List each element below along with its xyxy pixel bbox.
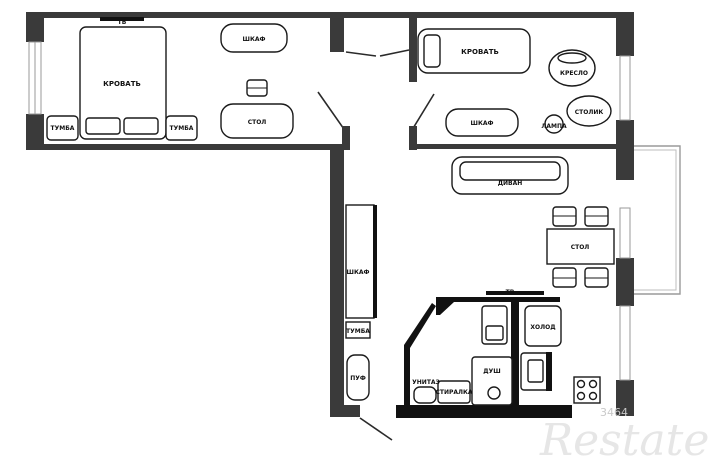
table-left-label: СТОЛ bbox=[248, 119, 267, 126]
nightstand-right bbox=[165, 115, 198, 141]
nightstand-left-label: ТУМБА bbox=[51, 125, 75, 132]
nightstand-hall bbox=[345, 321, 371, 339]
fridge-label: ХОЛОД bbox=[530, 324, 555, 331]
bath-top-wall bbox=[436, 297, 560, 315]
right-wall-2 bbox=[616, 120, 634, 180]
tv-bedroom-label: ТВ bbox=[118, 19, 127, 26]
bathroom-kitchen: ТВ ДУШ СТИРАЛКА УНИТАЗ ХОЛОД bbox=[396, 289, 601, 418]
washer bbox=[437, 380, 471, 404]
bed-right-label: КРОВАТЬ bbox=[461, 48, 499, 56]
right-wall-1 bbox=[616, 12, 634, 56]
bath-diagonal-wall bbox=[404, 303, 436, 405]
bed-left-pillow-1 bbox=[85, 117, 121, 135]
armchair-back bbox=[557, 52, 587, 64]
fridge bbox=[524, 305, 562, 347]
wardrobe-left-label: ШКАФ bbox=[243, 36, 266, 43]
dining-table-label: СТОЛ bbox=[571, 244, 590, 251]
watermark-logo: Restate bbox=[539, 415, 709, 459]
toilet bbox=[413, 386, 437, 404]
armchair-label: КРЕСЛО bbox=[560, 70, 588, 77]
wardrobe-hall bbox=[345, 204, 375, 319]
coffee-table-label: СТОЛИК bbox=[575, 109, 604, 116]
lamp bbox=[544, 114, 564, 134]
nightstand-right-label: ТУМБА bbox=[170, 125, 194, 132]
balcony bbox=[634, 145, 681, 295]
corridor-bottom-wall bbox=[330, 405, 360, 417]
tv-bedroom-stand bbox=[100, 17, 144, 21]
bed-left-label: КРОВАТЬ bbox=[103, 80, 141, 88]
nightstand-left bbox=[46, 115, 79, 141]
tv-kitchen-label: ТВ bbox=[506, 289, 515, 296]
corridor-left-wall bbox=[330, 150, 344, 412]
pouf bbox=[346, 354, 370, 401]
hallway: ШКАФ ТУМБА ПУФ bbox=[345, 204, 377, 401]
washer-label: СТИРАЛКА bbox=[435, 389, 472, 396]
right-wall-3 bbox=[616, 258, 634, 306]
nightstand-hall-label: ТУМБА bbox=[346, 328, 370, 335]
tv-kitchen-stand bbox=[486, 291, 544, 295]
sofa-back bbox=[459, 161, 561, 181]
right-wall-4 bbox=[616, 380, 634, 416]
walls bbox=[26, 12, 681, 441]
bath-partition bbox=[511, 302, 519, 405]
partition-top-left bbox=[330, 12, 344, 52]
left-wall-top bbox=[26, 12, 44, 42]
watermark: 3464 Restate bbox=[539, 406, 709, 459]
right-bedroom: КРОВАТЬ КРЕСЛО СТОЛИК ЛАМПА ШКАФ bbox=[417, 28, 612, 137]
partition-top-right bbox=[409, 12, 417, 82]
bath-bottom-wall bbox=[396, 405, 572, 418]
wardrobe-right-label: ШКАФ bbox=[471, 120, 494, 127]
bed-right-pillow bbox=[423, 34, 441, 68]
coffee-table bbox=[566, 95, 612, 127]
shower bbox=[471, 356, 513, 406]
pouf-label: ПУФ bbox=[350, 375, 366, 382]
right-bedroom-bottom-wall bbox=[409, 144, 634, 149]
toilet-label: УНИТАЗ bbox=[412, 379, 440, 386]
table-left bbox=[220, 103, 294, 139]
watermark-number: 3464 bbox=[600, 406, 628, 419]
living-room: ДИВАН СТОЛ bbox=[451, 156, 615, 288]
dining-table bbox=[546, 228, 615, 265]
bed-left-pillow-2 bbox=[123, 117, 159, 135]
shower-label: ДУШ bbox=[483, 368, 500, 375]
sofa-label: ДИВАН bbox=[498, 180, 523, 187]
left-wall-bottom bbox=[26, 114, 44, 150]
left-bedroom: ТВ КРОВАТЬ ТУМБА ТУМБА ШКАФ СТОЛ bbox=[46, 17, 294, 141]
wardrobe-left bbox=[220, 23, 288, 53]
lamp-label: ЛАМПА bbox=[541, 123, 567, 130]
bedroom-bottom-wall bbox=[26, 144, 348, 150]
stove bbox=[573, 376, 601, 404]
wardrobe-right bbox=[445, 108, 519, 137]
wardrobe-hall-label: ШКАФ bbox=[347, 269, 370, 276]
bed-left bbox=[79, 26, 167, 140]
bed-right bbox=[417, 28, 531, 74]
